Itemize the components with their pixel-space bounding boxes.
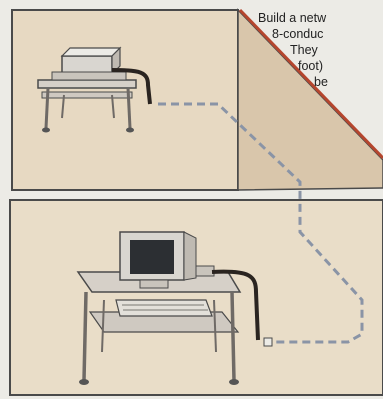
caption-line-5: be bbox=[314, 74, 328, 90]
wall-jack bbox=[264, 338, 272, 346]
lower-room-back-wall bbox=[10, 200, 383, 395]
caption-line-4: foot) bbox=[298, 58, 323, 74]
caption-line-2: 8-conduc bbox=[272, 26, 323, 42]
keyboard-icon bbox=[116, 300, 212, 316]
caption-line-1: Build a netw bbox=[258, 10, 326, 26]
caption-line-3: They bbox=[290, 42, 318, 58]
